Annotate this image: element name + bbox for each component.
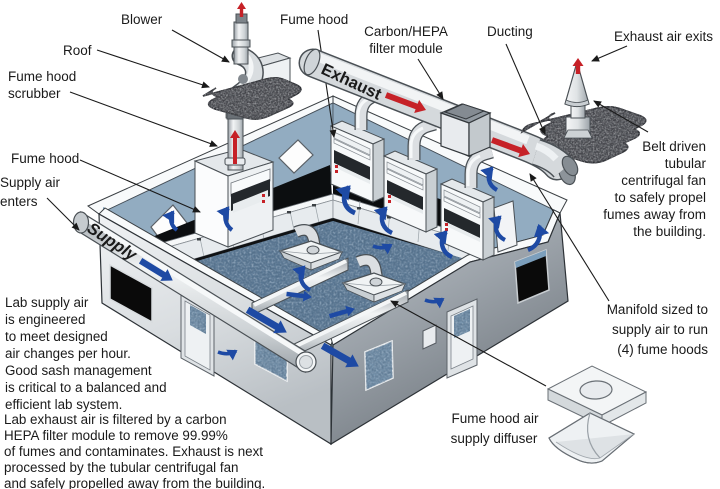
svg-text:Carbon/HEPA: Carbon/HEPA xyxy=(364,24,448,39)
svg-text:the building.: the building. xyxy=(633,224,706,239)
svg-text:to safely propel: to safely propel xyxy=(614,190,706,205)
svg-text:Good sash management: Good sash management xyxy=(5,363,152,378)
svg-text:scrubber: scrubber xyxy=(8,86,61,101)
svg-text:HEPA filter module to remove 9: HEPA filter module to remove 99.99% xyxy=(4,428,228,443)
svg-text:centrifugal fan: centrifugal fan xyxy=(621,173,706,188)
svg-text:and safely propelled away from: and safely propelled away from the build… xyxy=(4,476,265,489)
svg-text:supply air to run: supply air to run xyxy=(612,322,708,337)
svg-text:supply diffuser: supply diffuser xyxy=(451,431,538,446)
svg-text:Fume hood: Fume hood xyxy=(280,12,348,27)
svg-text:Exhaust air exits: Exhaust air exits xyxy=(614,29,713,44)
svg-text:efficient lab system.: efficient lab system. xyxy=(5,397,122,412)
svg-text:enters: enters xyxy=(0,194,38,209)
svg-text:Roof: Roof xyxy=(63,43,92,58)
svg-text:Blower: Blower xyxy=(121,12,163,27)
svg-text:Supply air: Supply air xyxy=(0,175,61,190)
svg-text:Fume hood: Fume hood xyxy=(11,151,79,166)
svg-text:tubular: tubular xyxy=(665,156,707,171)
svg-text:is engineered: is engineered xyxy=(5,312,85,327)
svg-text:air changes per hour.: air changes per hour. xyxy=(5,346,131,361)
svg-text:Belt driven: Belt driven xyxy=(642,139,706,154)
svg-text:Fume hood: Fume hood xyxy=(8,69,76,84)
svg-text:is critical to a balanced and: is critical to a balanced and xyxy=(5,380,167,395)
svg-text:Ducting: Ducting xyxy=(487,24,533,39)
svg-text:(4) fume hoods: (4) fume hoods xyxy=(617,342,708,357)
svg-text:of fumes and contaminates. Exh: of fumes and contaminates. Exhaust is ne… xyxy=(4,444,263,459)
svg-text:Lab supply air: Lab supply air xyxy=(5,295,89,310)
svg-text:Lab exhaust air is filtered by: Lab exhaust air is filtered by a carbon xyxy=(4,412,227,427)
svg-text:processed by the tubular centr: processed by the tubular centrifugal fan xyxy=(4,460,238,475)
svg-text:Manifold sized to: Manifold sized to xyxy=(607,302,708,317)
svg-text:fumes away from: fumes away from xyxy=(603,207,706,222)
svg-text:to meet designed: to meet designed xyxy=(5,329,108,344)
svg-text:filter module: filter module xyxy=(369,41,443,56)
svg-text:Fume hood air: Fume hood air xyxy=(451,411,539,426)
